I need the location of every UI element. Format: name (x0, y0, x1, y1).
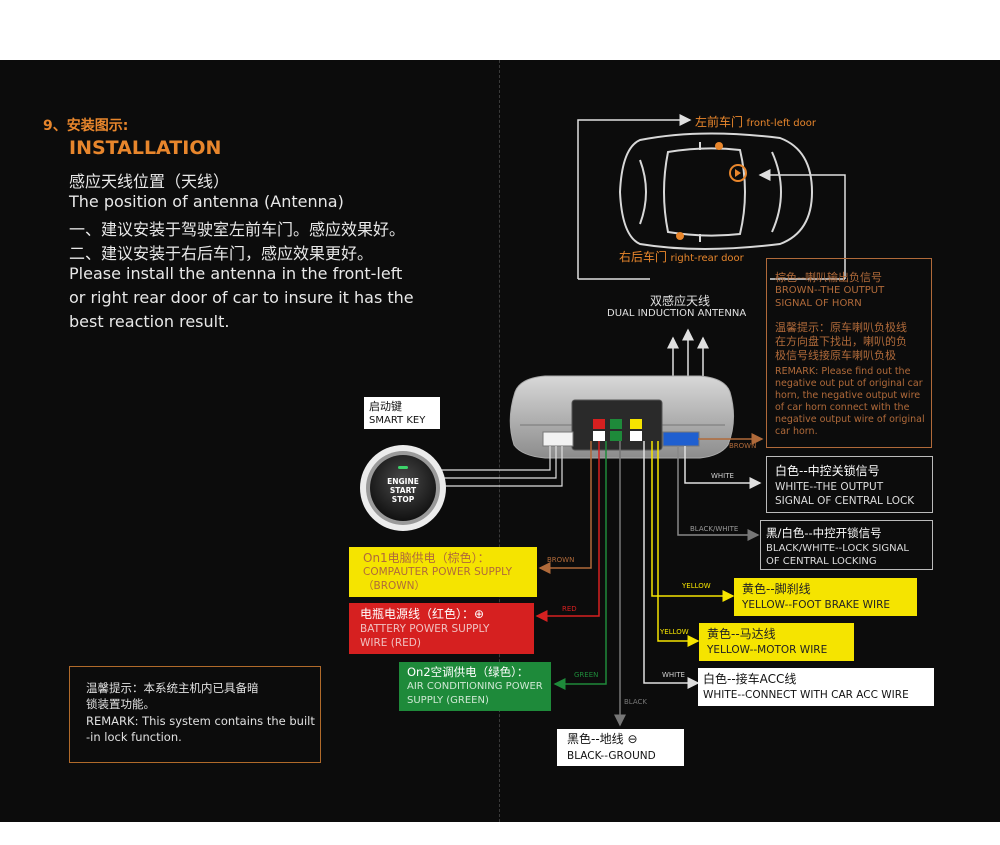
remark-line: 锁装置功能。 (86, 697, 155, 711)
smart-key-label-box: 启动键 SMART KEY (364, 397, 440, 429)
wire-tag-black-white: BLACK/WHITE (690, 525, 739, 533)
front-left-door-dot (715, 142, 723, 150)
lock-remark-box: 温馨提示：本系统主机内已具备暗 锁装置功能。 REMARK: This syst… (69, 666, 321, 763)
wire-white-acc (643, 441, 700, 689)
intro-line: best reaction result. (69, 312, 230, 331)
antenna-label-en: DUAL INDUCTION ANTENNA (607, 308, 747, 319)
intro-line: 一、建议安装于驾驶室左前车门。感应效果好。 (69, 220, 406, 239)
wire-green-ac (553, 441, 607, 690)
wire-tag-black: BLACK (624, 698, 648, 706)
foot-brake-box: 黄色--脚刹线 YELLOW--FOOT BRAKE WIRE (734, 578, 917, 616)
motor-wire-box: 黄色--马达线 YELLOW--MOTOR WIRE (699, 623, 854, 661)
installation-heading: INSTALLATION (69, 137, 222, 159)
engine-button-text: ENGINE START STOP (387, 477, 419, 504)
wire-smart-key (440, 446, 563, 487)
antenna-label-cn: 双感应天线 (650, 294, 711, 308)
remark-line: 温馨提示：本系统主机内已具备暗 (86, 681, 259, 695)
central-unlock-box: 黑/白色--中控开锁信号 BLACK/WHITE--LOCK SIGNAL OF… (760, 520, 933, 570)
computer-power-box: On1电脑供电（棕色）： COMPAUTER POWER SUPPLY （BRO… (349, 547, 537, 597)
engine-start-stop-button (360, 445, 446, 531)
intro-line: 感应天线位置（天线） (69, 172, 230, 191)
section-number-heading: 9、安装图示: (43, 118, 129, 134)
smart-key-label-cn: 启动键 (369, 400, 402, 413)
wire-brown-power (538, 441, 592, 574)
wire-tag-green: GREEN (574, 671, 599, 679)
ground-wire-box: 黑色--地线 ⊖ BLACK--GROUND (557, 729, 684, 766)
intro-line: or right rear door of car to insure it h… (69, 288, 414, 307)
remark-line: REMARK: This system contains the built (86, 714, 315, 728)
page-fold-divider (499, 60, 500, 822)
wire-yellow-motor (657, 441, 700, 647)
right-rear-door-dot (676, 232, 684, 240)
wire-white-lock (684, 446, 762, 489)
smart-key-label-en: SMART KEY (369, 415, 426, 426)
intro-line: Please install the antenna in the front-… (69, 264, 403, 283)
antenna-position-marker (729, 164, 747, 182)
wire-tag-white-lock: WHITE (711, 472, 734, 480)
wire-tag-brown-power: BROWN (547, 556, 575, 564)
control-module (509, 375, 734, 459)
right-rear-door-label: 右后车门 right-rear door (619, 250, 744, 264)
wire-tag-yellow-motor: YELLOW (660, 628, 689, 636)
acc-wire-box: 白色--接车ACC线 WHITE--CONNECT WITH CAR ACC W… (698, 668, 934, 706)
antenna-direction-icon (735, 169, 741, 177)
front-left-door-label: 左前车门 front-left door (695, 115, 816, 129)
horn-output-box: 棕色--喇叭输出负信号 BROWN--THE OUTPUT SIGNAL OF … (766, 258, 932, 448)
central-lock-box: 白色--中控关锁信号 WHITE--THE OUTPUT SIGNAL OF C… (766, 456, 933, 513)
antenna-bracket (577, 114, 846, 280)
wire-tag-red: RED (562, 605, 577, 613)
intro-line: The position of antenna (Antenna) (69, 192, 344, 211)
wire-yellow-brake (651, 441, 735, 602)
battery-power-box: 电瓶电源线（红色）：⊕ BATTERY POWER SUPPLY WIRE (R… (349, 603, 534, 654)
wire-tag-yellow-brake: YELLOW (682, 582, 711, 590)
wire-tag-white-acc: WHITE (662, 671, 685, 679)
ac-power-box: On2空调供电（绿色）： AIR CONDITIONING POWER SUPP… (399, 662, 551, 711)
remark-line: -in lock function. (86, 730, 182, 744)
wire-red-battery (535, 441, 600, 622)
intro-line: 二、建议安装于右后车门，感应效果更好。 (69, 244, 374, 263)
wire-tag-brown-horn: BROWN (729, 442, 757, 450)
car-top-view (618, 132, 814, 250)
wire-black-white-unlock (677, 446, 760, 541)
